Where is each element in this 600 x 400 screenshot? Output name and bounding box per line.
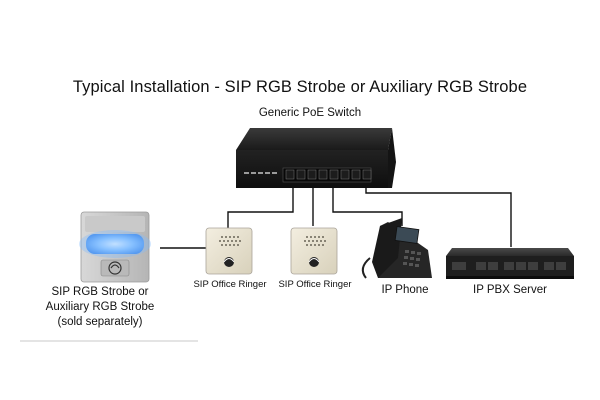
strobe-light — [86, 234, 144, 254]
pbx-label: IP PBX Server — [473, 284, 547, 296]
link-switch-phone — [332, 186, 403, 226]
link-switch-pbx — [365, 186, 512, 247]
strobe-label-line3: (sold separately) — [57, 315, 143, 328]
ip-phone — [361, 218, 432, 279]
switch-label: Generic PoE Switch — [258, 107, 362, 119]
strobe-label-line1: SIP RGB Strobe or — [51, 286, 149, 298]
strobe-label-line2: Auxiliary RGB Strobe — [45, 300, 155, 313]
phone-label: IP Phone — [381, 284, 429, 296]
office-ringer-2 — [290, 227, 338, 275]
ringer1-label: SIP Office Ringer — [193, 279, 267, 290]
office-ringer-1 — [205, 227, 253, 275]
diagram-title: Typical Installation - SIP RGB Strobe or… — [72, 78, 528, 96]
switch-leds — [244, 172, 277, 174]
poe-switch — [236, 128, 396, 188]
ringer2-label: SIP Office Ringer — [278, 279, 352, 290]
link-switch-strobe — [160, 186, 294, 249]
strobe-label: SIP RGB Strobe or Auxiliary RGB Strobe (… — [30, 285, 170, 330]
ip-pbx-server — [446, 248, 574, 279]
strobe-device — [79, 211, 151, 283]
connection-lines — [160, 186, 512, 249]
switch-ports — [282, 167, 372, 183]
